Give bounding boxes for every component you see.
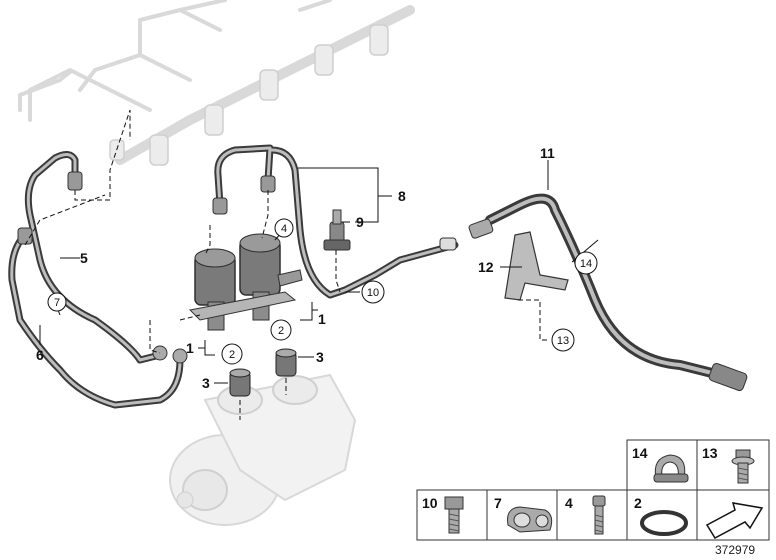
legend-number-14: 14 — [632, 445, 648, 461]
spring-clip-icon — [653, 454, 689, 483]
circled-callout-2-left: 2 — [221, 343, 243, 365]
fuel-rail-ghost — [18, 0, 415, 166]
circled-callout-13: 13 — [551, 328, 575, 352]
svg-text:14: 14 — [580, 258, 592, 270]
circled-callouts: 4 7 10 14 13 2 2 — [47, 218, 598, 365]
callout-5: 5 — [80, 250, 88, 266]
legend-number-2: 2 — [634, 495, 642, 511]
svg-text:10: 10 — [367, 287, 379, 299]
circled-callout-10: 10 — [361, 280, 385, 304]
dashed-lines — [24, 109, 548, 420]
bracket-12[interactable] — [504, 231, 569, 301]
fuel-line-6[interactable] — [8, 227, 188, 409]
legend-number-4: 4 — [565, 495, 573, 511]
pump-flange — [188, 291, 297, 321]
legend-number-13: 13 — [702, 445, 718, 461]
fuel-line-8[interactable] — [212, 144, 459, 299]
socket-screw-icon — [592, 495, 606, 535]
callout-3-left: 3 — [202, 375, 210, 391]
circled-callout-7: 7 — [47, 292, 67, 312]
circled-callout-4: 4 — [274, 218, 294, 238]
legend-number-10: 10 — [422, 495, 438, 511]
high-pressure-pump-right[interactable] — [239, 233, 303, 321]
hex-bolt-icon — [444, 496, 464, 534]
callout-labels: 11 8 9 5 6 12 1 1 3 3 — [36, 145, 555, 391]
document-number: 372979 — [715, 543, 755, 557]
pump-housing-ghost — [169, 373, 357, 526]
fuel-line-5[interactable] — [24, 151, 164, 364]
legend-number-7: 7 — [494, 495, 502, 511]
callout-1-left: 1 — [186, 340, 194, 356]
callout-12: 12 — [478, 259, 494, 275]
svg-text:2: 2 — [278, 325, 284, 337]
legend-cell-13[interactable] — [696, 439, 770, 491]
callout-9: 9 — [356, 214, 364, 230]
svg-text:13: 13 — [557, 335, 569, 347]
bush-3-left[interactable] — [229, 368, 251, 397]
bush-3-right[interactable] — [275, 348, 297, 377]
callout-6: 6 — [36, 347, 44, 363]
svg-text:4: 4 — [281, 223, 287, 235]
svg-text:7: 7 — [54, 297, 60, 309]
callout-11: 11 — [540, 145, 555, 161]
circled-callout-2-right: 2 — [270, 319, 292, 341]
o-ring-icon — [640, 510, 688, 536]
direction-arrow-icon — [705, 502, 764, 539]
parts-legend: 14 13 10 7 4 2 — [416, 439, 770, 557]
callout-1-right: 1 — [318, 311, 326, 327]
legend-cell-4[interactable] — [556, 489, 628, 541]
svg-text:2: 2 — [229, 349, 235, 361]
pressure-sensor-9[interactable] — [323, 209, 351, 251]
circled-callout-14: 14 — [574, 251, 598, 275]
callout-3-right: 3 — [316, 349, 324, 365]
double-clip-icon — [507, 506, 553, 533]
flange-bolt-icon — [731, 449, 755, 484]
callout-8: 8 — [398, 188, 406, 204]
